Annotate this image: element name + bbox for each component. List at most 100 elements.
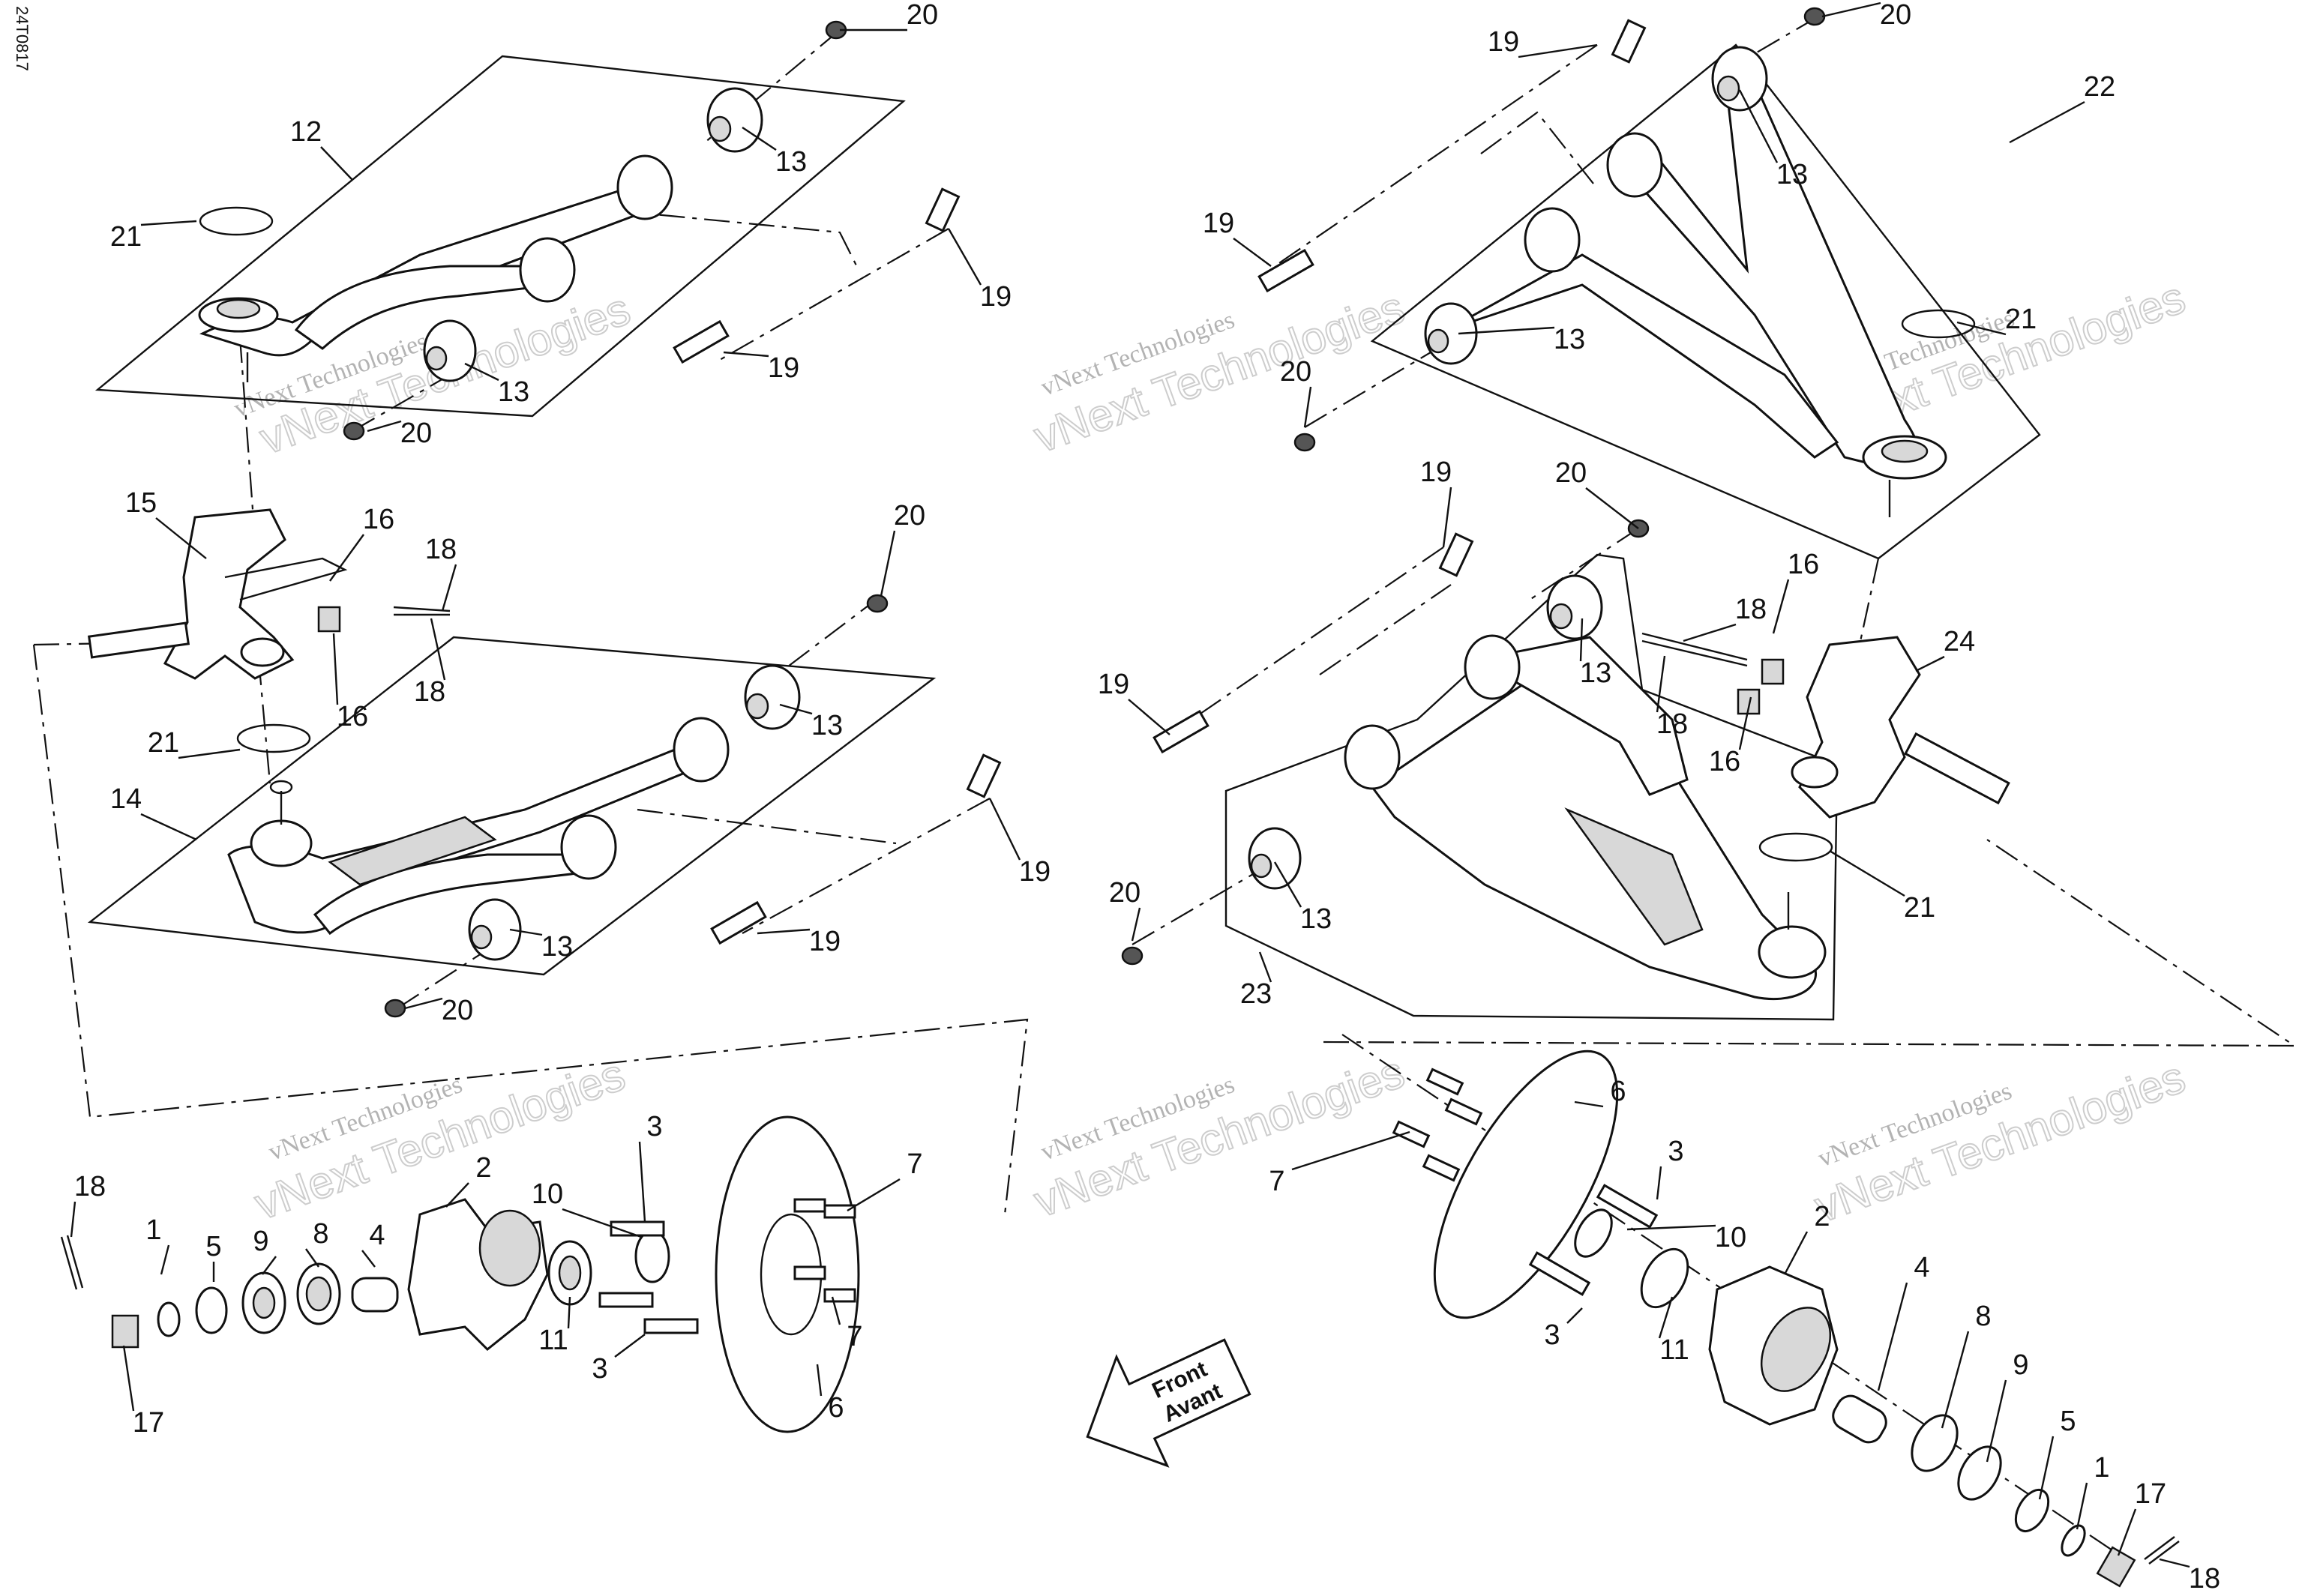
callout-leader [1821,1,1881,18]
callout-number: 13 [498,376,529,408]
callout-c52: 4 [361,1220,385,1268]
callout-leader [723,351,769,358]
callout-c09: 15 [125,487,207,559]
callout-number: 18 [1735,594,1767,625]
callout-number: 13 [1776,159,1808,190]
castle-nut-16-right-a [1761,658,1785,685]
callout-number: 9 [253,1226,268,1257]
callout-leader [1131,907,1141,942]
bolt-7-right-a [1425,1067,1464,1096]
callout-number: 15 [125,487,157,519]
callout-leader [742,127,777,151]
plate-right-lower-arm [1224,553,1839,1021]
callout-number: 6 [828,1392,844,1424]
callout-leader [947,228,982,286]
watermark-bottom-right: vNext Technologies vNext Technologies [1808,1051,2193,1233]
callout-c21: 20 [404,995,473,1026]
callout-leader [1772,579,1790,634]
spacer-4-left [351,1277,399,1313]
upper-control-arm-right [1446,69,1947,517]
callout-leader [445,1182,469,1208]
callout-c57: 6 [816,1364,844,1424]
upper-control-arm-left [198,186,663,382]
callout-number: 6 [1610,1076,1626,1107]
callout-leader [367,420,402,433]
callout-number: 8 [313,1218,328,1250]
snap-ring-21-left-a [199,206,274,236]
callout-number: 13 [775,146,807,178]
callout-c64: 4 [1877,1252,1930,1391]
callout-number: 17 [2135,1478,2166,1510]
bushing-13-right-e [1546,574,1603,640]
callout-number: 18 [2189,1563,2220,1595]
callout-c28: 21 [1956,304,2037,336]
callout-leader [2076,1482,2088,1530]
bushing-13-left-e [744,664,801,730]
callout-c55: 3 [592,1334,646,1385]
callout-leader [2159,1558,2190,1568]
callout-number: 16 [363,504,394,535]
callout-leader [847,1178,901,1212]
bolt-7-left-a [793,1198,826,1213]
callout-c46: 7 [847,1148,923,1212]
callout-c15: 21 [148,727,241,759]
watermark-bottom-center: vNext Technologies vNext Technologies [1027,1046,1411,1228]
brake-disc-6-left [715,1115,860,1433]
callout-leader [122,1345,135,1412]
callout-number: 4 [369,1220,385,1251]
callout-number: 18 [414,676,445,708]
callout-c63: 11 [1658,1296,1689,1366]
callout-c42: 23 [1240,951,1272,1010]
bushing-13-left-g [560,814,617,880]
callout-c70: 17 [2117,1478,2166,1556]
callout-number: 16 [1709,746,1740,777]
washer-1-right [2061,1524,2086,1557]
stud-3-left-c [643,1318,699,1334]
callout-number: 10 [532,1178,563,1210]
callout-leader [404,997,443,1010]
callout-number: 5 [2060,1406,2076,1437]
dash-line-left-vertical [238,337,271,784]
callout-number: 3 [592,1353,607,1385]
callout-leader [155,517,207,559]
callout-number: 7 [907,1148,922,1180]
callout-c48: 1 [145,1214,170,1275]
callout-c58: 6 [1574,1076,1626,1108]
callout-layer: 2012132119191320151618201618211314191913… [70,0,2220,1595]
lower-control-arm-left [227,748,708,936]
bolt-7-right-b [1444,1097,1483,1126]
callout-leader [140,220,197,226]
bolt-7-left-c [793,1265,826,1280]
callout-leader [1128,699,1170,735]
callout-number: 7 [847,1321,862,1352]
callout-leader [1738,89,1779,163]
knuckle-24-right [1791,636,2010,819]
bolt-7-right-d [1422,1154,1461,1182]
callout-number: 18 [74,1171,106,1202]
callout-c25: 13 [1738,89,1808,190]
callout-leader [509,928,543,936]
callout-leader [430,618,446,681]
callout-c37: 18 [1656,655,1688,740]
spacer-5-right [2014,1489,2050,1532]
callout-number: 19 [1203,208,1234,239]
callout-c07: 13 [464,362,529,408]
callout-leader [464,362,499,382]
bearing-8-left [296,1262,341,1325]
seal-9-left [241,1271,286,1334]
callout-c56: 17 [122,1345,164,1439]
plate-right-upper-arm [1370,43,2041,560]
callout-c60: 7 [1269,1130,1410,1197]
callout-c22: 19 [1488,26,1598,58]
callout-leader [1783,1231,1809,1275]
bearing-8-right [1911,1414,1959,1472]
bushing-13-left-a [706,87,763,153]
callout-number: 16 [337,701,368,732]
bolt-7-right-c [1392,1120,1431,1148]
cotter-pin-18-left [393,606,451,616]
stud-3-right-a [1596,1184,1659,1229]
callout-number: 19 [1420,457,1452,488]
watermark-bottom-left: vNext Technologies vNext Technologies [247,1048,632,1230]
spacer-4-right [1832,1394,1887,1444]
callout-number: 20 [1280,356,1311,388]
